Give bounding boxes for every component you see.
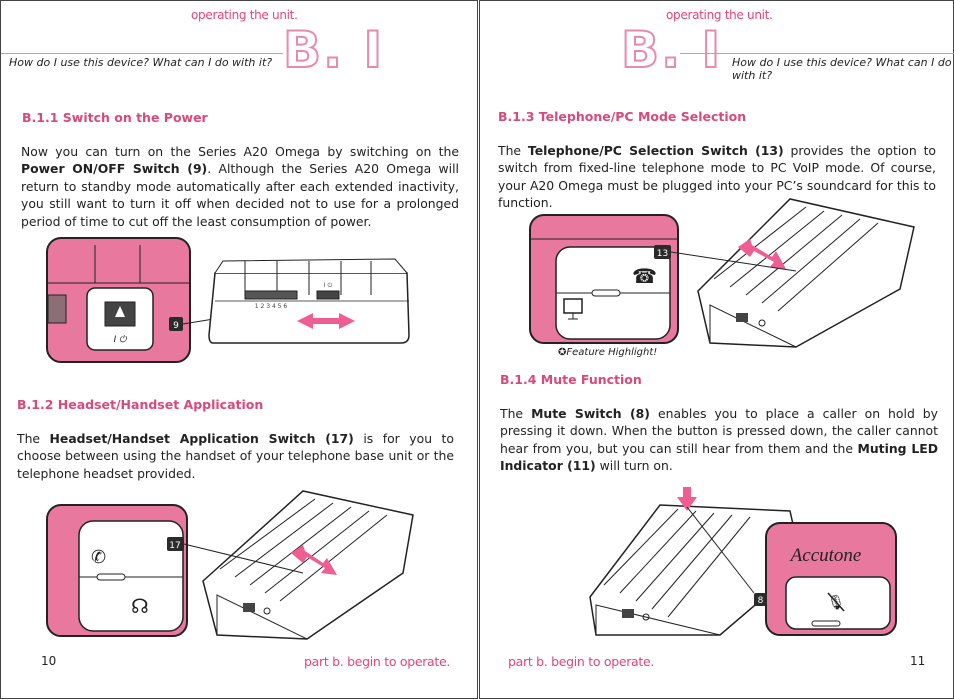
header-rule bbox=[1, 53, 283, 54]
mute-callout: 8 bbox=[758, 596, 764, 606]
running-head: operating the unit. bbox=[191, 8, 298, 22]
section-mark: B. I bbox=[620, 21, 723, 79]
section-body-b114: The Mute Switch (8) enables you to place… bbox=[500, 406, 939, 474]
section-heading-b114: B.1.4 Mute Function bbox=[500, 372, 642, 387]
keypad-label: 1 2 3 4 5 6 bbox=[255, 303, 288, 310]
headset-switch-figure: ✆ ☊ 17 bbox=[46, 490, 414, 640]
slide-arrow-icon bbox=[738, 239, 786, 269]
section-body-b112: The Headset/Handset Application Switch (… bbox=[17, 431, 454, 481]
headset-callout: 17 bbox=[169, 541, 180, 551]
left-page: operating the unit. How do I use this de… bbox=[0, 0, 478, 699]
mode-callout: 13 bbox=[657, 249, 668, 259]
section-tag: How do I use this device? What can I do … bbox=[9, 56, 273, 69]
page-number: 11 bbox=[910, 654, 926, 668]
slide-arrow-icon bbox=[291, 545, 337, 575]
header-rule bbox=[680, 53, 954, 54]
feature-highlight-note: ✪Feature Highlight! bbox=[558, 347, 658, 358]
headset-icon: ☊ bbox=[131, 594, 149, 618]
power-callout: 9 bbox=[173, 321, 179, 331]
section-heading-b113: B.1.3 Telephone/PC Mode Selection bbox=[498, 109, 747, 124]
section-heading-b112: B.1.2 Headset/Handset Application bbox=[17, 397, 264, 412]
power-switch-figure: I ⏻ 9 1 2 3 4 5 6 I ⏻ bbox=[46, 237, 410, 363]
footer-tag: part b. begin to operate. bbox=[508, 654, 655, 669]
right-page: operating the unit. B. I How do I use th… bbox=[479, 0, 954, 699]
handset-icon: ✆ bbox=[91, 547, 106, 568]
mode-switch-figure: ☎ 13 bbox=[529, 198, 915, 348]
star-icon: ✪ bbox=[558, 347, 567, 358]
section-body-b111: Now you can turn on the Series A20 Omega… bbox=[21, 144, 459, 229]
pc-monitor-icon bbox=[563, 298, 583, 314]
power-switch-label: I ⏻ bbox=[114, 335, 128, 345]
slide-arrow-icon bbox=[297, 313, 355, 329]
section-body-b113: The Telephone/PC Selection Switch (13) p… bbox=[498, 143, 937, 211]
press-arrow-icon bbox=[677, 487, 697, 511]
section-tag: How do I use this device? What can I do … bbox=[732, 56, 952, 82]
running-head: operating the unit. bbox=[666, 8, 773, 22]
power-side-label: I ⏻ bbox=[324, 282, 333, 289]
page-number: 10 bbox=[41, 654, 57, 668]
telephone-icon: ☎ bbox=[632, 264, 657, 288]
section-heading-b111: B.1.1 Switch on the Power bbox=[22, 110, 208, 125]
accutone-logo: Accutone bbox=[789, 545, 862, 566]
mute-switch-figure: Accutone 🎙 8 bbox=[589, 487, 897, 636]
section-mark: B. I bbox=[282, 21, 385, 79]
footer-tag: part b. begin to operate. bbox=[304, 654, 451, 669]
